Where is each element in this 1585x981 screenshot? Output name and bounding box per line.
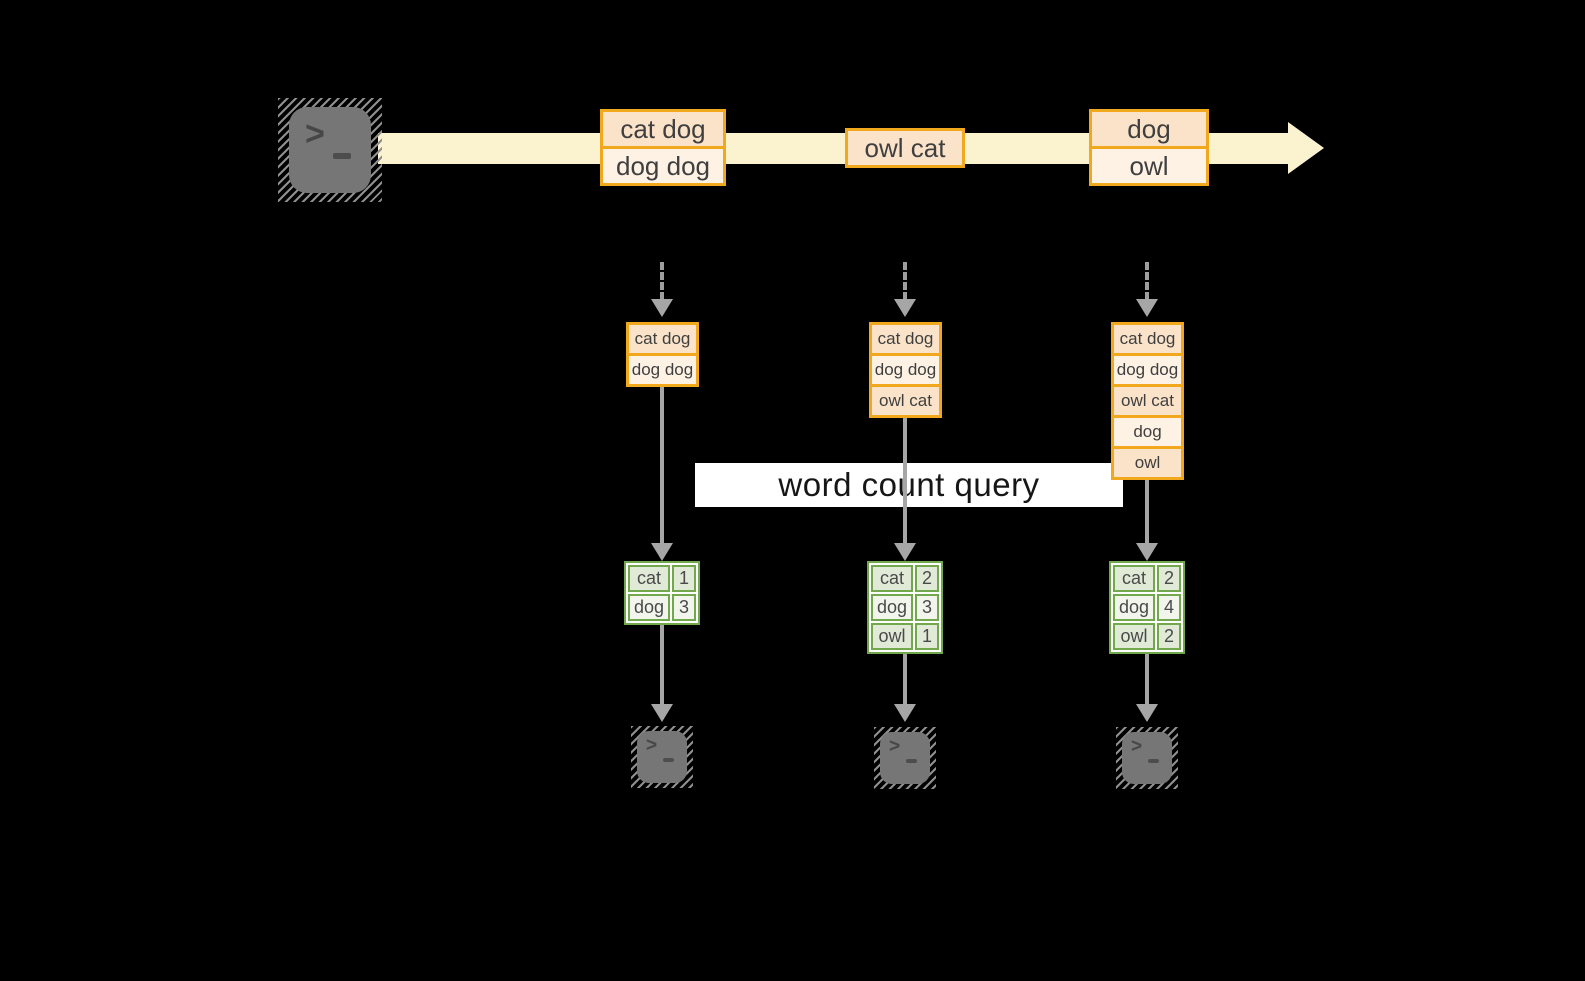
stream-batch-1: cat dog dog dog — [600, 109, 726, 186]
arrow-line — [1145, 654, 1149, 705]
arrowhead-icon — [894, 704, 916, 722]
accumulated-input-2: cat dog dog dog owl cat — [869, 322, 942, 418]
count-cell: 2 — [1157, 623, 1181, 650]
arrowhead-icon — [1136, 543, 1158, 561]
input-record: owl cat — [872, 387, 939, 415]
arrowhead-icon — [1136, 704, 1158, 722]
arrowhead-icon — [894, 543, 916, 561]
dashed-arrowhead-icon — [651, 299, 673, 317]
query-label: word count query — [778, 466, 1040, 503]
input-record: cat dog — [872, 325, 939, 353]
stream-record: dog — [1092, 112, 1206, 146]
input-record: dog dog — [872, 356, 939, 384]
input-record: cat dog — [1114, 325, 1181, 353]
sink-terminal-icon: > — [1116, 727, 1178, 789]
dashed-arrow-line — [903, 262, 907, 300]
sink-terminal-icon: > — [874, 727, 936, 789]
sink-terminal-icon: > — [631, 726, 693, 788]
accumulated-input-1: cat dog dog dog — [626, 322, 699, 387]
count-cell: 1 — [915, 623, 939, 650]
stream-arrowhead-icon — [1288, 122, 1324, 174]
prompt-icon: > — [646, 735, 658, 756]
arrowhead-icon — [651, 704, 673, 722]
count-cell: 1 — [672, 565, 696, 592]
stream-record: cat dog — [603, 112, 723, 146]
word-cell: owl — [871, 623, 913, 650]
arrowhead-icon — [651, 543, 673, 561]
terminal-screen: > — [1122, 732, 1172, 784]
count-cell: 2 — [915, 565, 939, 592]
count-cell: 4 — [1157, 594, 1181, 621]
arrow-line — [903, 654, 907, 705]
terminal-screen: > — [637, 731, 687, 783]
dashed-arrowhead-icon — [894, 299, 916, 317]
input-record: cat dog — [629, 325, 696, 353]
arrow-line — [903, 418, 907, 545]
dashed-arrow-line — [660, 262, 664, 300]
stream-batch-2: owl cat — [845, 128, 965, 168]
arrow-line — [660, 387, 664, 545]
query-band: word count query — [695, 463, 1123, 507]
word-cell: cat — [1113, 565, 1155, 592]
word-cell: dog — [1113, 594, 1155, 621]
prompt-icon: > — [305, 115, 325, 153]
dashed-arrow-line — [1145, 262, 1149, 300]
count-table-3: cat 2 dog 4 owl 2 — [1109, 561, 1185, 654]
word-cell: dog — [871, 594, 913, 621]
arrow-line — [1145, 480, 1149, 545]
input-record: dog dog — [629, 356, 696, 384]
terminal-screen: > — [880, 732, 930, 784]
dashed-arrowhead-icon — [1136, 299, 1158, 317]
word-cell: owl — [1113, 623, 1155, 650]
prompt-icon: > — [1131, 736, 1143, 757]
stream-record: owl cat — [848, 131, 962, 165]
count-cell: 3 — [672, 594, 696, 621]
word-cell: cat — [871, 565, 913, 592]
count-table-2: cat 2 dog 3 owl 1 — [867, 561, 943, 654]
word-cell: dog — [628, 594, 670, 621]
accumulated-input-3: cat dog dog dog owl cat dog owl — [1111, 322, 1184, 480]
cursor-icon — [1148, 759, 1159, 763]
input-record: dog — [1114, 418, 1181, 446]
input-record: owl cat — [1114, 387, 1181, 415]
count-table-1: cat 1 dog 3 — [624, 561, 700, 625]
input-record: dog dog — [1114, 356, 1181, 384]
cursor-icon — [333, 153, 351, 159]
stream-batch-3: dog owl — [1089, 109, 1209, 186]
word-cell: cat — [628, 565, 670, 592]
input-record: owl — [1114, 449, 1181, 477]
cursor-icon — [663, 758, 674, 762]
terminal-screen: > — [289, 107, 371, 193]
cursor-icon — [906, 759, 917, 763]
stream-record: owl — [1092, 149, 1206, 183]
prompt-icon: > — [889, 736, 901, 757]
count-cell: 2 — [1157, 565, 1181, 592]
source-terminal-icon: > — [278, 98, 382, 202]
stream-record: dog dog — [603, 149, 723, 183]
arrow-line — [660, 625, 664, 705]
count-cell: 3 — [915, 594, 939, 621]
